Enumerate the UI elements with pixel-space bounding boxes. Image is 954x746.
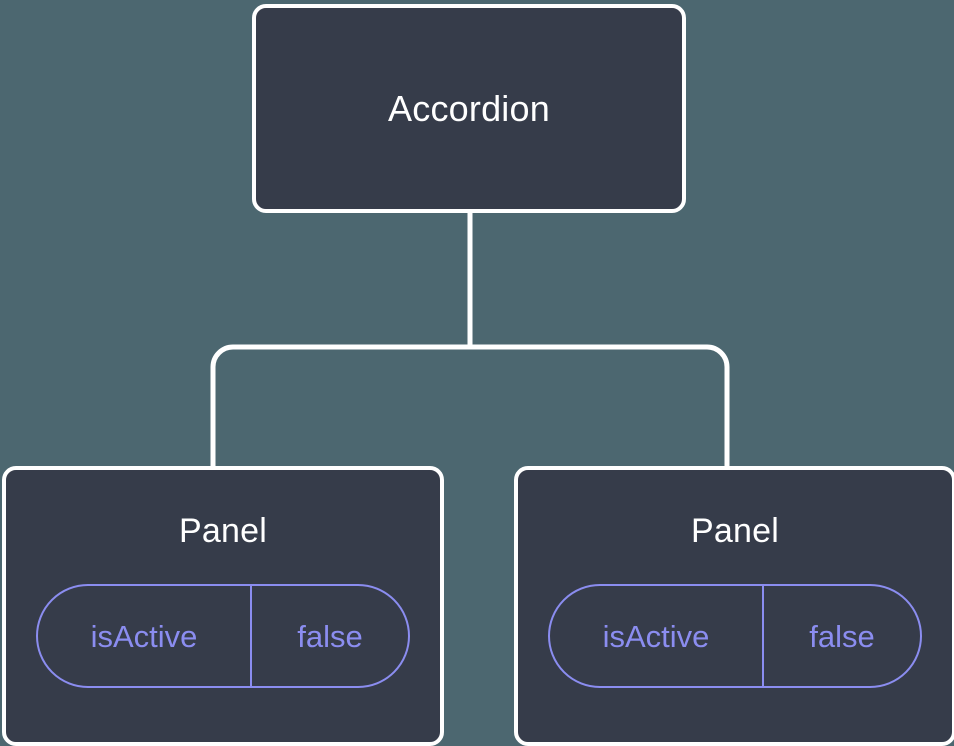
node-panel-left-label: Panel [179,512,267,550]
node-panel-right[interactable]: Panel isActive false [514,466,954,746]
node-accordion-label: Accordion [388,87,550,129]
connector-branch-right [470,344,730,470]
state-badge-right-value: false [809,618,875,654]
node-panel-right-label: Panel [691,512,779,550]
state-badge-right[interactable]: isActive false [548,584,922,688]
node-panel-left[interactable]: Panel isActive false [2,466,444,746]
state-badge-left-value: false [297,618,363,654]
node-accordion[interactable]: Accordion [252,4,686,213]
connector-branch-left [210,344,470,470]
state-badge-right-key: isActive [550,586,764,686]
state-badge-left-key: isActive [38,586,252,686]
state-badge-left[interactable]: isActive false [36,584,410,688]
